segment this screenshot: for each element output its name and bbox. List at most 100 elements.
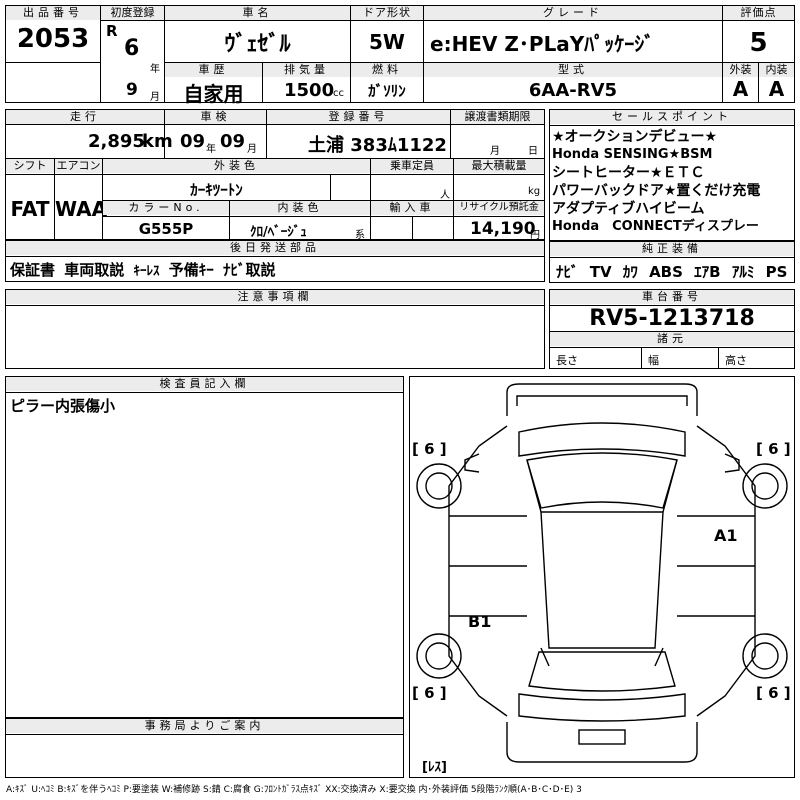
notes-label: 注意事項欄: [6, 290, 544, 304]
reg-label: 登録番号: [267, 110, 450, 124]
selling-points-list: ★オークションデビュー★ Honda SENSING★BSM シートヒーター★Ｅ…: [552, 128, 794, 236]
model-code: 6AA-RV5: [528, 80, 618, 101]
tire-mark-front-left: [ 6 ]: [412, 440, 447, 458]
width-label: 幅: [648, 354, 659, 367]
car-name: ｳﾞｪｾﾞﾙ: [224, 32, 291, 57]
era: R: [106, 22, 118, 40]
insp-month: 09: [220, 131, 246, 152]
wheel-rear-left: [416, 633, 462, 679]
specs-label: 諸元: [550, 332, 794, 346]
int-color-unit: 系: [355, 230, 365, 241]
notes-block: [5, 289, 545, 369]
later-parts-list: 保証書 車両取説 ｷｰﾚｽ 予備ｷｰ ﾅﾋﾞ取説: [10, 259, 276, 280]
front-bumper-inner: [516, 395, 688, 406]
door-label: ドア形状: [351, 6, 423, 20]
tire-mark-front-right: [ 6 ]: [756, 440, 791, 458]
reg-month: 9: [126, 80, 138, 100]
tire-tread-value: 6: [768, 684, 779, 702]
inspector-block: [5, 376, 404, 718]
tire-tread-value: 6: [768, 440, 779, 458]
mileage-unit: km: [142, 131, 173, 152]
int-label: 内装: [759, 63, 794, 77]
overall-score: 5: [749, 28, 768, 58]
mileage-label: 走行: [6, 110, 164, 124]
length-label: 長さ: [556, 354, 578, 367]
rear-window: [528, 651, 676, 692]
recycle-fee: 14,190: [470, 219, 536, 239]
equip-nav: ﾅﾋﾞ: [556, 263, 579, 281]
car-diagram: [416, 383, 788, 763]
mileage: 2,895: [88, 131, 145, 152]
equipment-label: 純正装備: [550, 242, 794, 256]
equipment-list: ﾅﾋﾞ TV ｶﾜ ABS ｴｱB ｱﾙﾐ PS PW: [556, 261, 800, 282]
score-label: 評価点: [723, 6, 794, 20]
disp-label: 排気量: [263, 63, 350, 77]
chassis-block: [549, 289, 795, 369]
fuel: ｶﾞｿﾘﾝ: [368, 82, 406, 100]
import-label: 輸入車: [371, 201, 453, 215]
reg-number: 土浦 383ﾑ1122: [308, 135, 447, 156]
tailgate: [518, 693, 686, 722]
mirror-left: [464, 453, 480, 473]
damage-mark-a1: A1: [714, 526, 738, 545]
disp-unit: cc: [333, 88, 344, 99]
selling-points-block: [549, 109, 795, 241]
transfer-day-unit: 日: [528, 146, 538, 157]
color-no-label: カラーNo.: [103, 201, 229, 215]
equip-tv: TV: [589, 263, 612, 281]
selling-point: シートヒーター★ＥＴＣ: [552, 165, 705, 181]
selling-point: パワーバックドア★置くだけ充電: [552, 183, 761, 199]
load-label: 最大積載量: [454, 159, 544, 173]
lot-label: 出品番号: [6, 6, 100, 20]
equip-ps: PS: [765, 263, 788, 281]
inspector-note: ピラー内張傷小: [10, 397, 116, 415]
year-unit: 年: [150, 64, 160, 75]
selling-point: Honda SENSING★BSM: [552, 147, 713, 162]
tire-tread-value: 6: [424, 440, 435, 458]
equip-abs: ABS: [649, 263, 683, 281]
recycle-unit: 円: [530, 230, 540, 241]
capacity-label: 乗車定員: [371, 159, 453, 173]
lot-number: 2053: [16, 24, 90, 54]
rear-bumper: [506, 722, 698, 763]
int-grade: A: [768, 77, 785, 101]
later-parts-block: [5, 240, 545, 282]
chassis-label: 車台番号: [550, 290, 794, 304]
header-block: [5, 5, 795, 103]
selling-points-label: セールスポイント: [550, 110, 794, 124]
wheel-rear-right: [742, 633, 788, 679]
later-item-keyless: ｷｰﾚｽ: [133, 264, 160, 279]
transfer-month-unit: 月: [490, 146, 500, 157]
hood: [518, 422, 686, 457]
car-diagram-block: [409, 376, 795, 778]
model-label: 型式: [424, 63, 722, 77]
reg-year: 6: [124, 36, 140, 61]
transfer-label: 譲渡書類期限: [451, 110, 544, 124]
later-parts-label: 後日発送部品: [6, 241, 544, 255]
load-unit: kg: [528, 186, 541, 197]
later-item-spare-key: 予備ｷｰ: [168, 261, 214, 279]
equip-airbag: ｴｱB: [694, 263, 721, 281]
wheel-front-left: [416, 463, 462, 509]
insp-year: 09: [180, 131, 206, 152]
front-bumper: [506, 383, 698, 416]
inspector-label: 検査員記入欄: [6, 377, 403, 391]
spare-tire-mark: [ﾚｽ]: [422, 760, 447, 775]
office-block: [5, 718, 404, 778]
later-item-manual: 車両取説: [64, 261, 125, 279]
mirror-right: [724, 453, 740, 473]
roof: [540, 511, 664, 649]
later-item-nav-manual: ﾅﾋﾞ取説: [222, 261, 276, 279]
height-label: 高さ: [725, 354, 747, 367]
shift: FAT: [10, 197, 50, 221]
int-color-label: 内装色: [230, 201, 370, 215]
recycle-label: リサイクル預託金: [454, 201, 544, 215]
history: 自家用: [183, 82, 244, 106]
selling-point: アダプティブハイビーム: [552, 201, 705, 217]
insp-month-unit: 月: [247, 144, 257, 155]
wheel-front-right: [742, 463, 788, 509]
exterior-color: ｶｰｷﾂｰﾄﾝ: [190, 181, 243, 199]
equip-alloy: ｱﾙﾐ: [731, 263, 755, 281]
office-label: 事務局よりご案内: [6, 719, 403, 733]
grade-label: グレード: [424, 6, 722, 20]
